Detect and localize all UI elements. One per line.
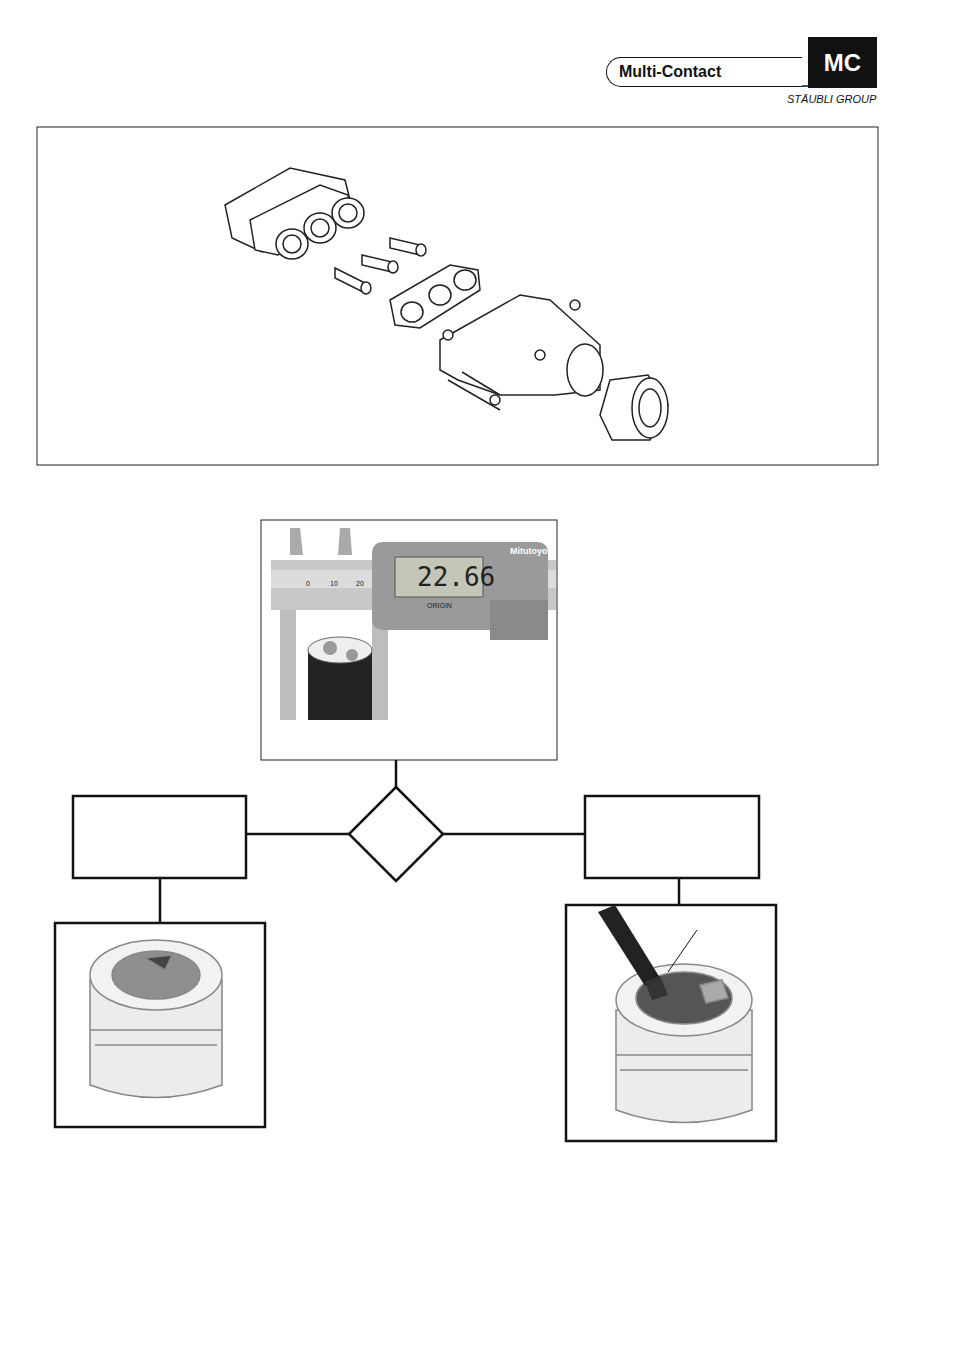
screwdriver-tip — [645, 976, 668, 1000]
node-text: Multi-Contact — [619, 63, 721, 81]
photo-frame — [261, 520, 557, 760]
brand-name: Mitutoyo — [510, 546, 548, 556]
screwdriver — [598, 905, 660, 986]
flowchart — [55, 760, 776, 1141]
caliper-photo — [271, 528, 556, 720]
group-name: STÄUBLI GROUP — [787, 93, 876, 105]
frame — [37, 127, 878, 465]
logo-wordmark: Multi-Contact — [606, 57, 802, 87]
leader-line — [668, 930, 697, 972]
scale-number: 10 — [330, 580, 338, 587]
exploded-connector — [225, 168, 668, 440]
logo-mark: MC — [808, 37, 877, 88]
cable-gland — [616, 964, 752, 1123]
cable-gland — [90, 940, 222, 1098]
node-text: MC — [824, 49, 861, 77]
button-label: ORIGIN — [427, 602, 452, 609]
scale-number: 20 — [356, 580, 364, 587]
display-reading: 22.66 — [417, 562, 495, 592]
scale-number: 0 — [306, 580, 310, 587]
